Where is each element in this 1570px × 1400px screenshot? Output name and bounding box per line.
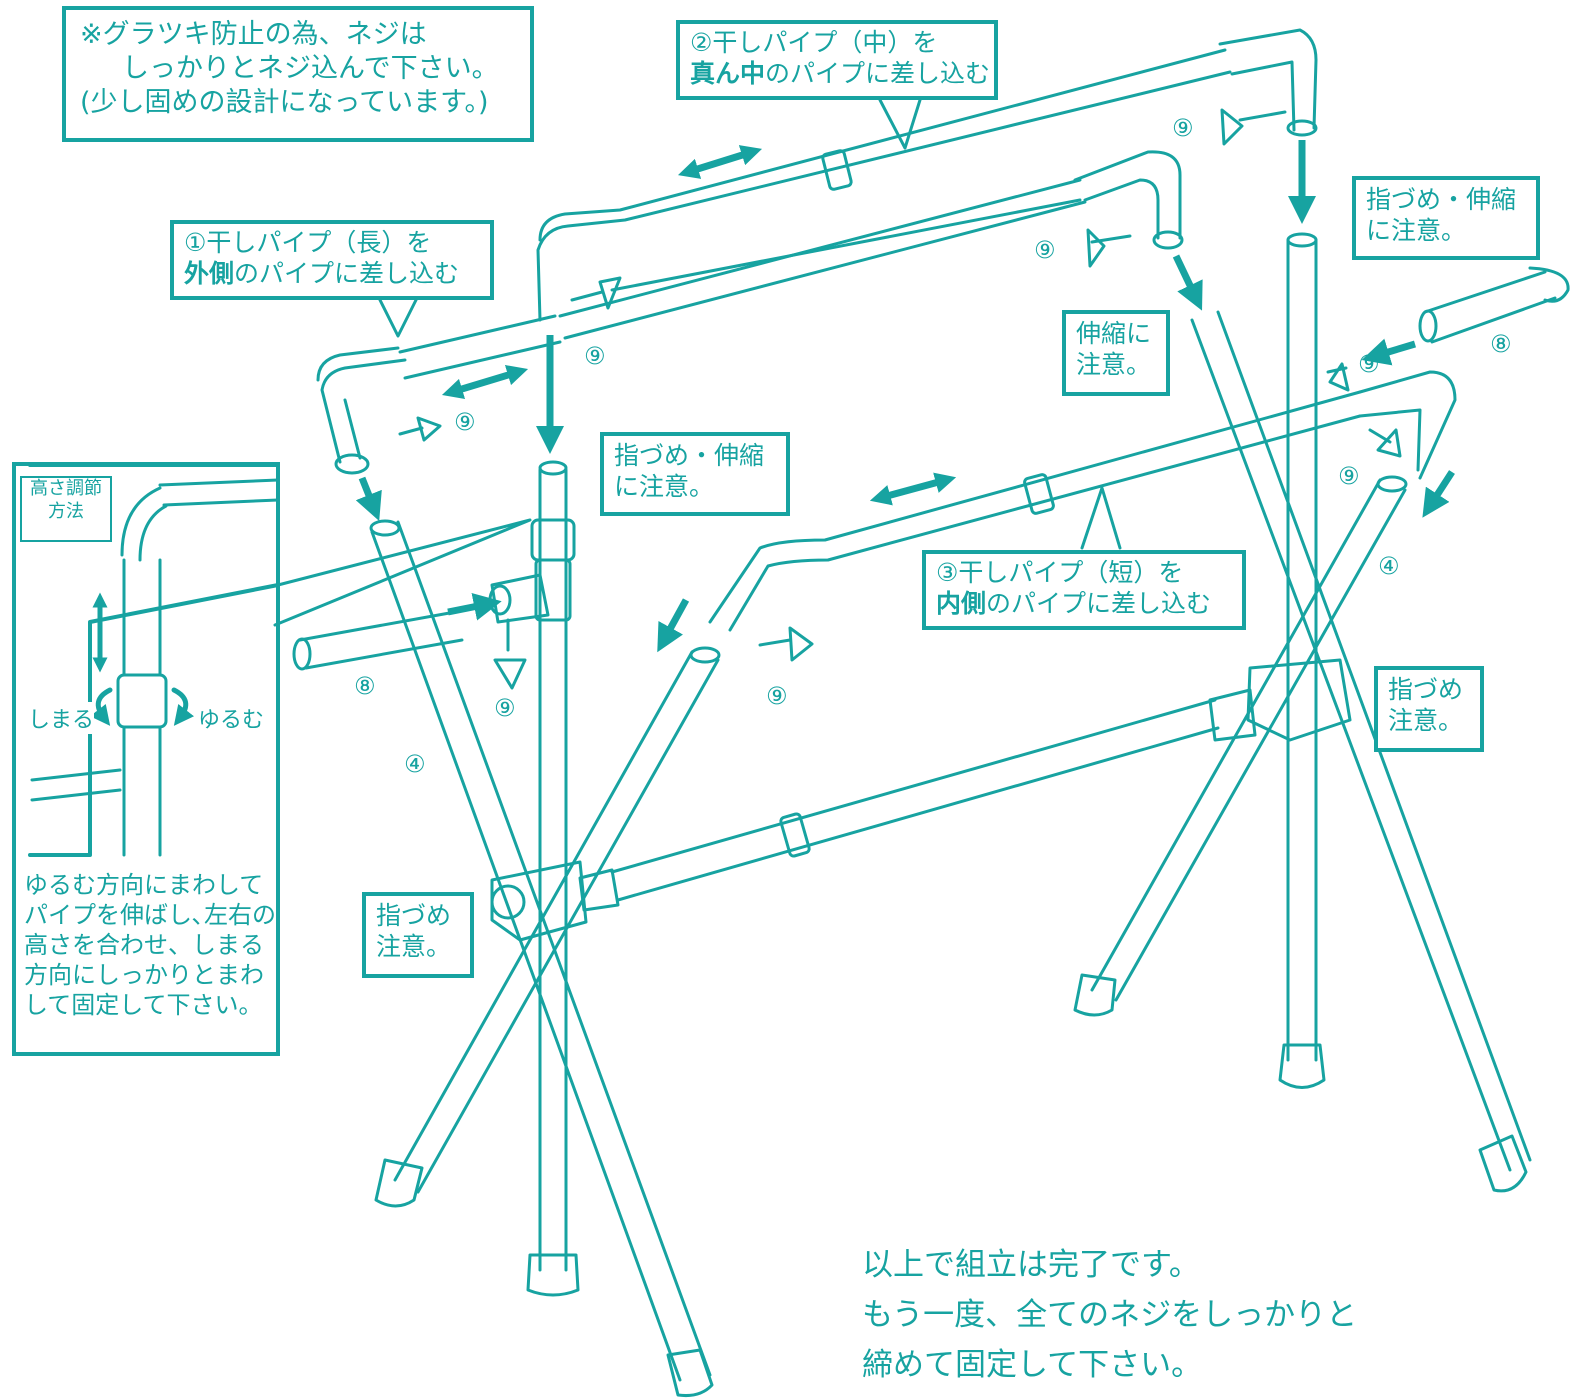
emphasis: 内側 (936, 589, 987, 619)
part-label-leg: ④ (404, 750, 426, 778)
pipe-inner-frame (610, 150, 1184, 292)
note-line: 指づめ (376, 901, 452, 930)
note-line: 注意。 (376, 932, 452, 962)
note-line: (少し固めの設計になっています。) (80, 86, 489, 118)
instruction-line: 高さを合わせ、しまる (24, 931, 264, 959)
insert-arrow-6 (447, 593, 502, 621)
wing-screw-7 (1368, 428, 1402, 458)
note-line: 内側のパイプに差し込む (936, 588, 1232, 619)
slide-arrow-short (869, 472, 957, 506)
pointer-long (376, 294, 420, 338)
caution-pinch-stretch-center: 指づめ・伸縮 に注意。 (600, 432, 790, 516)
note-text: のパイプに差し込む (765, 59, 991, 89)
wing-screw-4 (1220, 108, 1287, 146)
part-label-screw: ⑨ (1338, 462, 1360, 490)
note-line: しっかりとネジ込んで下さい。 (122, 52, 499, 84)
caution-pinch-stretch-right: 指づめ・伸縮 に注意。 (1352, 176, 1540, 260)
instruction-line: 方向にしっかりとまわ (24, 961, 264, 989)
tighten-label: しまる (28, 702, 95, 734)
title-line: 高さ調節 (30, 478, 102, 499)
slide-arrow-long (441, 364, 529, 400)
part-label-screw: ⑨ (1172, 114, 1194, 142)
note-line: ②干しパイプ（中）を (690, 28, 938, 57)
note-text: のパイプに差し込む (986, 589, 1212, 619)
insert-arrow-4 (355, 476, 382, 521)
insert-arrow-5 (1361, 338, 1417, 366)
wing-screw-8 (1326, 362, 1350, 392)
pipe-short-frame (708, 370, 1457, 632)
message-line: 以上で組立は完了です。 (862, 1247, 1200, 1283)
note-line: ※グラツキ防止の為、ネジは (80, 19, 427, 50)
note-line: に注意。 (614, 472, 715, 502)
note-line: 注意。 (1388, 706, 1464, 736)
wing-screw-2 (570, 276, 622, 310)
direction-arrows (355, 140, 1455, 653)
height-adjust-instructions: ゆるむ方向にまわして パイプを伸ばし､左右の 高さを合わせ、しまる 方向にしっか… (24, 870, 276, 1020)
emphasis: 真ん中 (690, 59, 766, 89)
part-label-screw: ⑨ (494, 694, 516, 722)
height-adjust-title: 高さ調節 方法 (20, 476, 112, 542)
note-line: 伸縮に (1076, 319, 1152, 348)
wing-screw-5 (758, 626, 814, 662)
note-line: 注意。 (1076, 350, 1152, 380)
pointer-short (1080, 486, 1122, 550)
note-line: 指づめ・伸縮 (614, 441, 765, 470)
wing-screw-6 (493, 618, 527, 690)
message-line: 締めて固定して下さい。 (862, 1347, 1203, 1383)
note-line: ①干しパイプ（長）を (184, 228, 432, 257)
part-label-screw: ⑨ (1358, 350, 1380, 378)
instruction-line: パイプを伸ばし､左右の (24, 901, 276, 929)
height-adjust-panel: 高さ調節 方法 しまる ゆるむ ゆるむ方向にまわして パイプを伸ばし､左右の 高… (12, 462, 280, 1056)
insert-arrow-3 (1172, 254, 1203, 311)
note-tighten-screws: ※グラツキ防止の為、ネジは しっかりとネジ込んで下さい。 (少し固めの設計になっ… (62, 6, 534, 142)
caution-stretch: 伸縮に 注意。 (1062, 310, 1170, 396)
note-line: 外側のパイプに差し込む (184, 258, 480, 289)
note-pipe-long: ①干しパイプ（長）を 外側のパイプに差し込む (170, 220, 494, 300)
part-label-end-cap: ⑧ (1490, 330, 1512, 358)
note-pipe-middle: ②干しパイプ（中）を 真ん中のパイプに差し込む (676, 20, 998, 100)
back-end-cap-arm (1418, 266, 1570, 344)
slide-arrow-middle (677, 145, 763, 179)
note-line: 指づめ (1388, 675, 1464, 704)
note-line: に注意。 (1366, 216, 1467, 246)
front-left-joint (490, 860, 620, 942)
wing-screw-1 (398, 416, 442, 442)
part-label-screw: ⑨ (766, 682, 788, 710)
part-label-leg: ④ (1378, 552, 1400, 580)
instruction-line: して固定して下さい。 (24, 991, 263, 1019)
note-text: のパイプに差し込む (234, 259, 460, 289)
caution-pinch-right: 指づめ 注意。 (1374, 666, 1484, 752)
inset-pointer (273, 518, 532, 627)
insert-arrow-8 (657, 598, 690, 653)
pipe-middle-frame (536, 28, 1318, 340)
assembly-complete-message: 以上で組立は完了です。 もう一度、全てのネジをしっかりと 締めて固定して下さい。 (862, 1240, 1357, 1390)
back-right-leg-b (1073, 475, 1408, 1017)
instruction-line: ゆるむ方向にまわして (24, 871, 264, 899)
message-line: もう一度、全てのネジをしっかりと (862, 1297, 1358, 1333)
pipe-long-frame (316, 314, 562, 475)
back-right-joint (1208, 658, 1352, 742)
wing-screw-3 (1086, 228, 1132, 268)
pointer-middle (878, 98, 922, 150)
bottom-crossbar (610, 698, 1220, 902)
part-label-screw: ⑨ (584, 342, 606, 370)
caution-pinch-left: 指づめ 注意。 (362, 892, 474, 978)
note-line: 真ん中のパイプに差し込む (690, 58, 990, 89)
part-label-end-cap: ⑧ (354, 672, 376, 700)
front-left-pole (526, 460, 580, 1297)
loosen-label: ゆるむ (198, 702, 265, 734)
part-label-screw: ⑨ (1034, 236, 1056, 264)
note-line: 指づめ・伸縮 (1366, 185, 1517, 214)
note-pipe-short: ③干しパイプ（短）を 内側のパイプに差し込む (922, 550, 1246, 630)
part-label-screw: ⑨ (454, 408, 476, 436)
emphasis: 外側 (184, 259, 235, 289)
note-line: ③干しパイプ（短）を (936, 558, 1184, 587)
insert-arrow-7 (1422, 470, 1455, 518)
title-line: 方法 (48, 500, 84, 522)
